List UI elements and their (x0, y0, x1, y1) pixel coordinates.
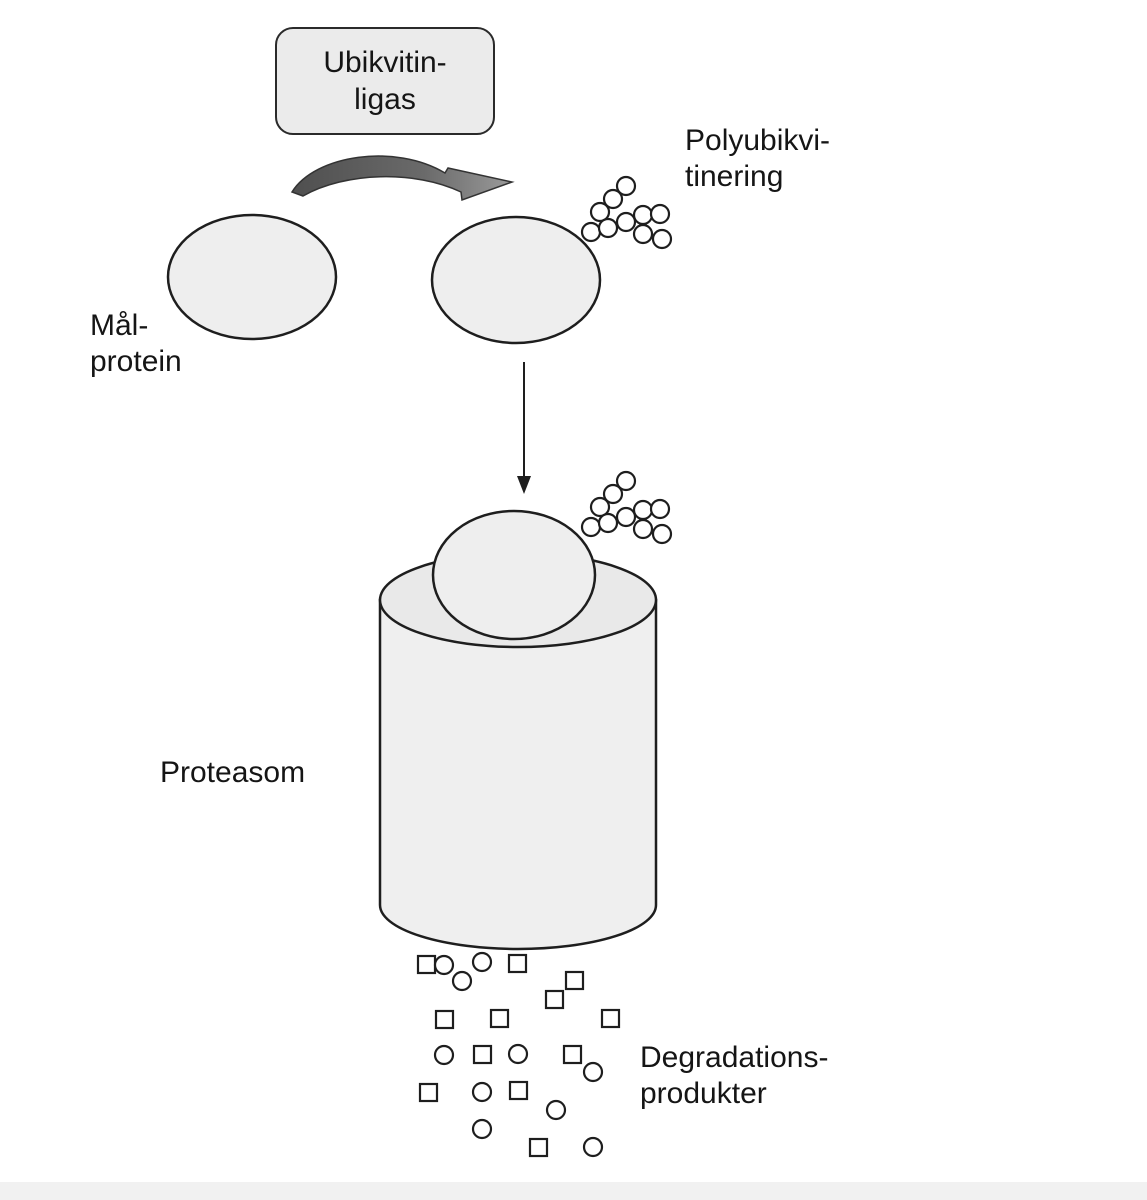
peptide-fragment-icon (451, 970, 473, 992)
polyubiquitination-label: Polyubikvi- tinering (685, 124, 831, 193)
ligase-label-line1: Ubikvitin- (323, 45, 447, 79)
ubiquitin-bead (651, 523, 673, 545)
ubiquitin-chain-icon (580, 470, 673, 545)
peptide-fragment-icon (528, 1137, 549, 1158)
protein-in-proteasome-shape (431, 509, 597, 641)
ubiquitin-bead (632, 518, 654, 540)
peptide-fragment-icon (564, 970, 585, 991)
peptide-fragment-icon (507, 953, 528, 974)
down-arrow-icon (517, 362, 531, 494)
ubiquitin-bead (597, 217, 619, 239)
ubiquitin-bead (615, 470, 637, 492)
peptide-fragment-icon (545, 1099, 567, 1121)
ubiquitin-bead (615, 211, 637, 233)
ubiquitin-bead (602, 483, 624, 505)
target-protein-shape (166, 213, 338, 341)
peptide-fragment-icon (434, 1009, 455, 1030)
curved-arrow-icon (290, 155, 515, 202)
ubiquitin-bead (589, 496, 611, 518)
peptide-fragment-icon (582, 1061, 604, 1083)
peptide-fragment-icon (472, 1044, 493, 1065)
ubiquitin-bead (589, 201, 611, 223)
peptide-fragment-icon (418, 1082, 439, 1103)
ubiquitin-bead (632, 204, 654, 226)
peptide-fragment-icon (562, 1044, 583, 1065)
ubiquitin-bead (649, 498, 671, 520)
ubiquitin-bead (580, 221, 602, 243)
proteasome-label: Proteasom (160, 756, 306, 789)
ubiquitin-bead (597, 512, 619, 534)
peptide-fragment-icon (471, 1081, 493, 1103)
ubiquitin-bead (602, 188, 624, 210)
peptide-fragment-icon (507, 1043, 529, 1065)
peptide-fragment-icon (433, 1044, 455, 1066)
peptide-fragment-icon (600, 1008, 621, 1029)
peptide-fragment-icon (489, 1008, 510, 1029)
peptide-fragment-icon (582, 1136, 604, 1158)
peptide-fragment-icon (471, 951, 493, 973)
ubiquitin-chain-icon (580, 175, 673, 250)
ligase-label-line2: ligas (354, 83, 416, 116)
peptide-fragment-icon (433, 954, 455, 976)
ubiquitin-bead (651, 228, 673, 250)
ubiquitin-bead (632, 223, 654, 245)
tagged-protein-shape (430, 215, 602, 345)
degradation-fragments (416, 951, 621, 1158)
peptide-fragment-icon (416, 954, 437, 975)
degradation-products-label: Degradations- produkter (640, 1041, 829, 1110)
ubiquitin-ligase-box: Ubikvitin- ligas (275, 27, 495, 135)
ubiquitin-bead (615, 506, 637, 528)
peptide-fragment-icon (544, 989, 565, 1010)
ubiquitin-bead (615, 175, 637, 197)
peptide-fragment-icon (508, 1080, 529, 1101)
bottom-strip (0, 1182, 1147, 1200)
ubiquitin-bead (649, 203, 671, 225)
ubiquitin-bead (580, 516, 602, 538)
ubiquitin-bead (632, 499, 654, 521)
target-protein-label: Mål- protein (90, 309, 182, 378)
peptide-fragment-icon (471, 1118, 493, 1140)
